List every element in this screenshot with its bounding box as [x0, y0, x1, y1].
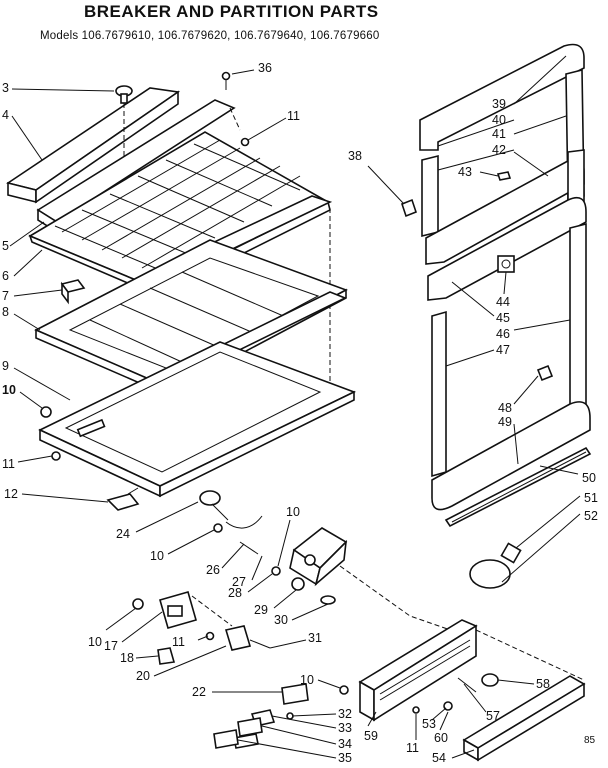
- callout-41: 41: [492, 127, 506, 141]
- callout-10: 10: [150, 549, 164, 563]
- callout-10: 10: [300, 673, 314, 687]
- callout-46: 46: [496, 327, 510, 341]
- callout-11: 11: [2, 457, 15, 471]
- grille-shelf: [28, 99, 333, 298]
- callout-30: 30: [274, 613, 288, 627]
- callout-42: 42: [492, 143, 506, 157]
- callout-40: 40: [492, 113, 506, 127]
- hinge-clip-38: [401, 198, 417, 218]
- screw-3: [115, 85, 133, 168]
- clip-43: [496, 171, 512, 181]
- page-title: BREAKER AND PARTITION PARTS: [84, 2, 379, 21]
- fresh-food-door-breakers: [427, 196, 592, 528]
- screw-11-left: [51, 451, 61, 461]
- callout-3: 3: [2, 81, 9, 95]
- callout-43: 43: [458, 165, 472, 179]
- callout-11: 11: [406, 741, 419, 755]
- callout-35: 35: [338, 751, 352, 765]
- callout-32: 32: [338, 707, 352, 721]
- callout-26: 26: [206, 563, 220, 577]
- bracket-12: [106, 487, 140, 511]
- callout-38: 38: [348, 149, 362, 163]
- callout-24: 24: [116, 527, 130, 541]
- callout-18: 18: [120, 651, 134, 665]
- callout-22: 22: [192, 685, 206, 699]
- callout-17: 17: [104, 639, 118, 653]
- callout-60: 60: [434, 731, 448, 745]
- callout-51: 51: [584, 491, 598, 505]
- screw-36: [221, 71, 231, 90]
- bottom-tray: [38, 341, 357, 498]
- callout-52: 52: [584, 509, 598, 523]
- model-numbers: Models 106.7679610, 106.7679620, 106.767…: [40, 30, 380, 42]
- callout-34: 34: [338, 737, 352, 751]
- callout-8: 8: [2, 305, 9, 319]
- damper-control-housing: [271, 527, 348, 605]
- top-breaker-strip: [6, 87, 181, 204]
- callout-11: 11: [287, 109, 300, 123]
- callout-59: 59: [364, 729, 378, 743]
- freezer-door-breakers: [419, 43, 585, 265]
- corner-code: 85: [584, 735, 596, 746]
- callout-29: 29: [254, 603, 268, 617]
- callout-11: 11: [172, 635, 185, 649]
- bottom-front-breaker: [339, 619, 586, 762]
- callout-7: 7: [2, 289, 9, 303]
- light-bulb: [469, 542, 522, 589]
- thermostat-bracket: [132, 591, 271, 665]
- callout-20: 20: [136, 669, 150, 683]
- callout-28: 28: [228, 586, 242, 600]
- callout-5: 5: [2, 239, 9, 253]
- callout-6: 6: [2, 269, 9, 283]
- light-socket-44: [497, 255, 515, 273]
- callout-49: 49: [498, 415, 512, 429]
- callout-33: 33: [338, 721, 352, 735]
- callout-57: 57: [486, 709, 500, 723]
- callout-10: 10: [88, 635, 102, 649]
- callout-47: 47: [496, 343, 510, 357]
- callout-31: 31: [308, 631, 322, 645]
- callout-53: 53: [422, 717, 436, 731]
- clip-48: [536, 364, 554, 382]
- nut-10-left: [40, 406, 52, 418]
- callout-39: 39: [492, 97, 506, 111]
- callout-9: 9: [2, 359, 9, 373]
- callout-45: 45: [496, 311, 510, 325]
- callout-54: 54: [432, 751, 446, 765]
- callout-12: 12: [4, 487, 18, 501]
- callout-48: 48: [498, 401, 512, 415]
- callout-50: 50: [582, 471, 596, 485]
- callout-10: 10: [286, 505, 300, 519]
- callout-36: 36: [258, 61, 272, 75]
- callout-58: 58: [536, 677, 550, 691]
- partition-frame: [34, 239, 348, 396]
- knob-24: [199, 490, 229, 521]
- part-7-block: [60, 279, 86, 305]
- callout-27: 27: [232, 575, 246, 589]
- callout-44: 44: [496, 295, 510, 309]
- callout-10: 10: [2, 383, 16, 397]
- light-switch-parts: [213, 683, 309, 749]
- callout-4: 4: [2, 108, 9, 122]
